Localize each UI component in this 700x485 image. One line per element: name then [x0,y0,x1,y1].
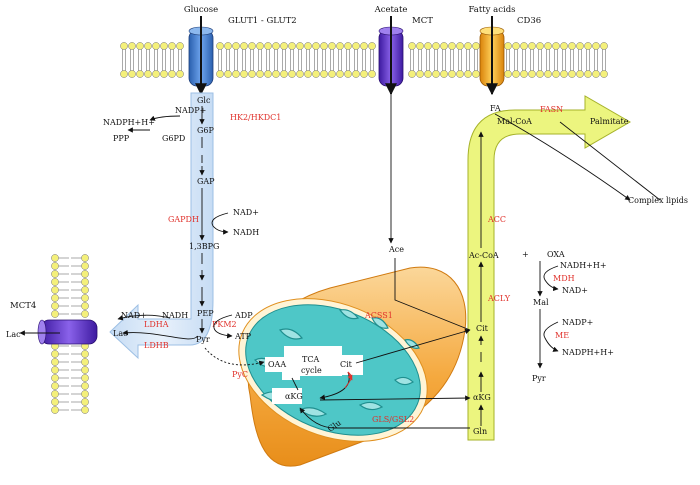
gln-label: Gln [473,427,487,436]
g6p-label: G6P [197,126,214,135]
ldh-nad-label: NAD+ [121,311,147,320]
fasn-enzyme: FASN [540,105,563,114]
nadp-label: NADP+ [175,106,206,115]
me-nadph-label: NADPH+H+ [562,348,614,357]
lac-extracellular-label: Lac [6,330,21,339]
gapdh-enzyme: GAPDH [168,215,199,224]
cd36-label: CD36 [517,16,541,26]
mdh-nadh-label: NADH+H+ [560,261,607,270]
lac-intracellular-label: Lac [113,329,128,338]
pyc-enzyme: PyC [232,370,248,379]
lipogenesis-arrows [388,94,661,426]
mito-arrows [204,258,471,429]
ace-label: Ace [388,245,404,254]
mdh-enzyme: MDH [553,274,575,283]
mct4-label: MCT4 [10,301,36,311]
mal-label: Mal [533,298,549,307]
gap-label: GAP [197,177,215,186]
malic-pyr-label: Pyr [532,374,546,383]
lipogenesis-pathway-arrow [467,95,631,441]
ppp-label: PPP [113,134,130,143]
gls-enzyme: GLS/GSL2 [372,415,414,424]
tca-label: TCA [302,355,319,364]
mito-cit-label: Cit [340,360,353,369]
glycolysis-arrows [19,106,233,340]
malic-arrows [537,261,559,369]
glut-label: GLUT1 - GLUT2 [228,16,297,26]
acetate-label: Acetate [374,5,408,15]
glucose-label: Glucose [184,5,218,15]
pyr-label: Pyr [196,335,210,344]
hk-enzyme: HK2/HKDC1 [230,113,281,122]
acc-enzyme: ACC [487,215,506,224]
oxa-label: OXA [547,250,565,259]
acss1-enzyme: ACSS1 [364,311,393,320]
mct-label: MCT [412,16,433,26]
complex-lipids-label: Complex lipids [628,196,688,205]
ldh-nadh-label: NADH [162,311,188,320]
bpg-label: 1,3BPG [189,242,219,251]
me-nadp-label: NADP+ [562,318,593,327]
atp-label: ATP [234,332,252,341]
adp-label: ADP [234,311,253,320]
gap-nad-label: NAD+ [233,208,259,217]
gap-nadh-label: NADH [233,228,259,237]
fatty-acids-label: Fatty acids [468,5,515,15]
pep-label: PEP [197,309,214,318]
lipo-cit-label: Cit [476,324,489,333]
nadph-label: NADPH+H+ [103,118,155,127]
glc-label: Glc [197,96,211,105]
fa-label: FA [490,104,501,113]
plus-sign: + [522,250,529,259]
accoa-label: Ac-CoA [468,251,499,260]
tca-cycle-label: cycle [301,366,322,375]
oaa-label: OAA [268,360,286,369]
lipo-akg-label: αKG [473,393,491,402]
acly-enzyme: ACLY [487,294,511,303]
ldha-enzyme: LDHA [144,320,169,329]
ldhb-enzyme: LDHB [144,341,169,350]
pkm2-enzyme: PKM2 [212,320,237,329]
g6pd-label: G6PD [162,134,185,143]
plasma-membrane [120,42,608,78]
mdh-nad-label: NAD+ [562,286,588,295]
mitochondrion [238,266,467,467]
palmitate-label: Palmitate [590,117,629,126]
mito-akg-label: αKG [285,392,303,401]
mct4-transporter [37,319,98,345]
malcoa-label: Mal-CoA [497,117,532,126]
me-enzyme: ME [555,331,569,340]
